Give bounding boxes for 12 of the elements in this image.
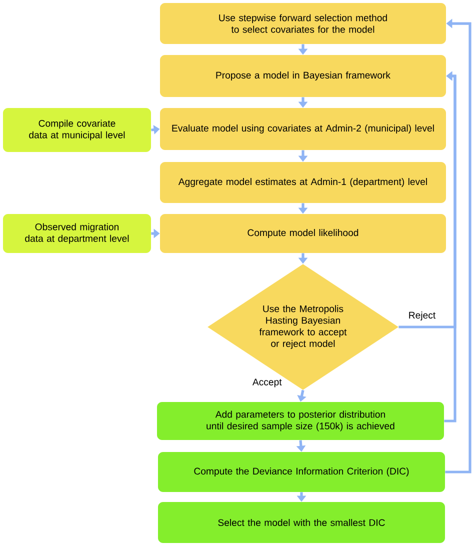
edge-label: Reject [409, 312, 436, 320]
process-box: Add parameters to posterior distribution until desired sample size (150k) is achieved [157, 402, 444, 440]
process-box: Evaluate model using covariates at Admin-2 (municipal) level [160, 108, 446, 150]
process-box: Select the model with the smallest DIC [158, 502, 445, 543]
input-box: Compile covariate data at municipal level [3, 108, 151, 152]
process-box: Use stepwise forward selection method to select covariates for the model [160, 3, 446, 44]
process-box: Aggregate model estimates at Admin-1 (department) level [160, 162, 446, 203]
edge-label: Accept [252, 378, 282, 388]
process-box: Compute the Deviance Information Criterion (DIC) [158, 452, 445, 492]
process-box: Compute model likelihood [160, 214, 446, 253]
process-box: Propose a model in Bayesian framework [160, 55, 446, 97]
input-box: Observed migration data at department level [3, 214, 151, 253]
